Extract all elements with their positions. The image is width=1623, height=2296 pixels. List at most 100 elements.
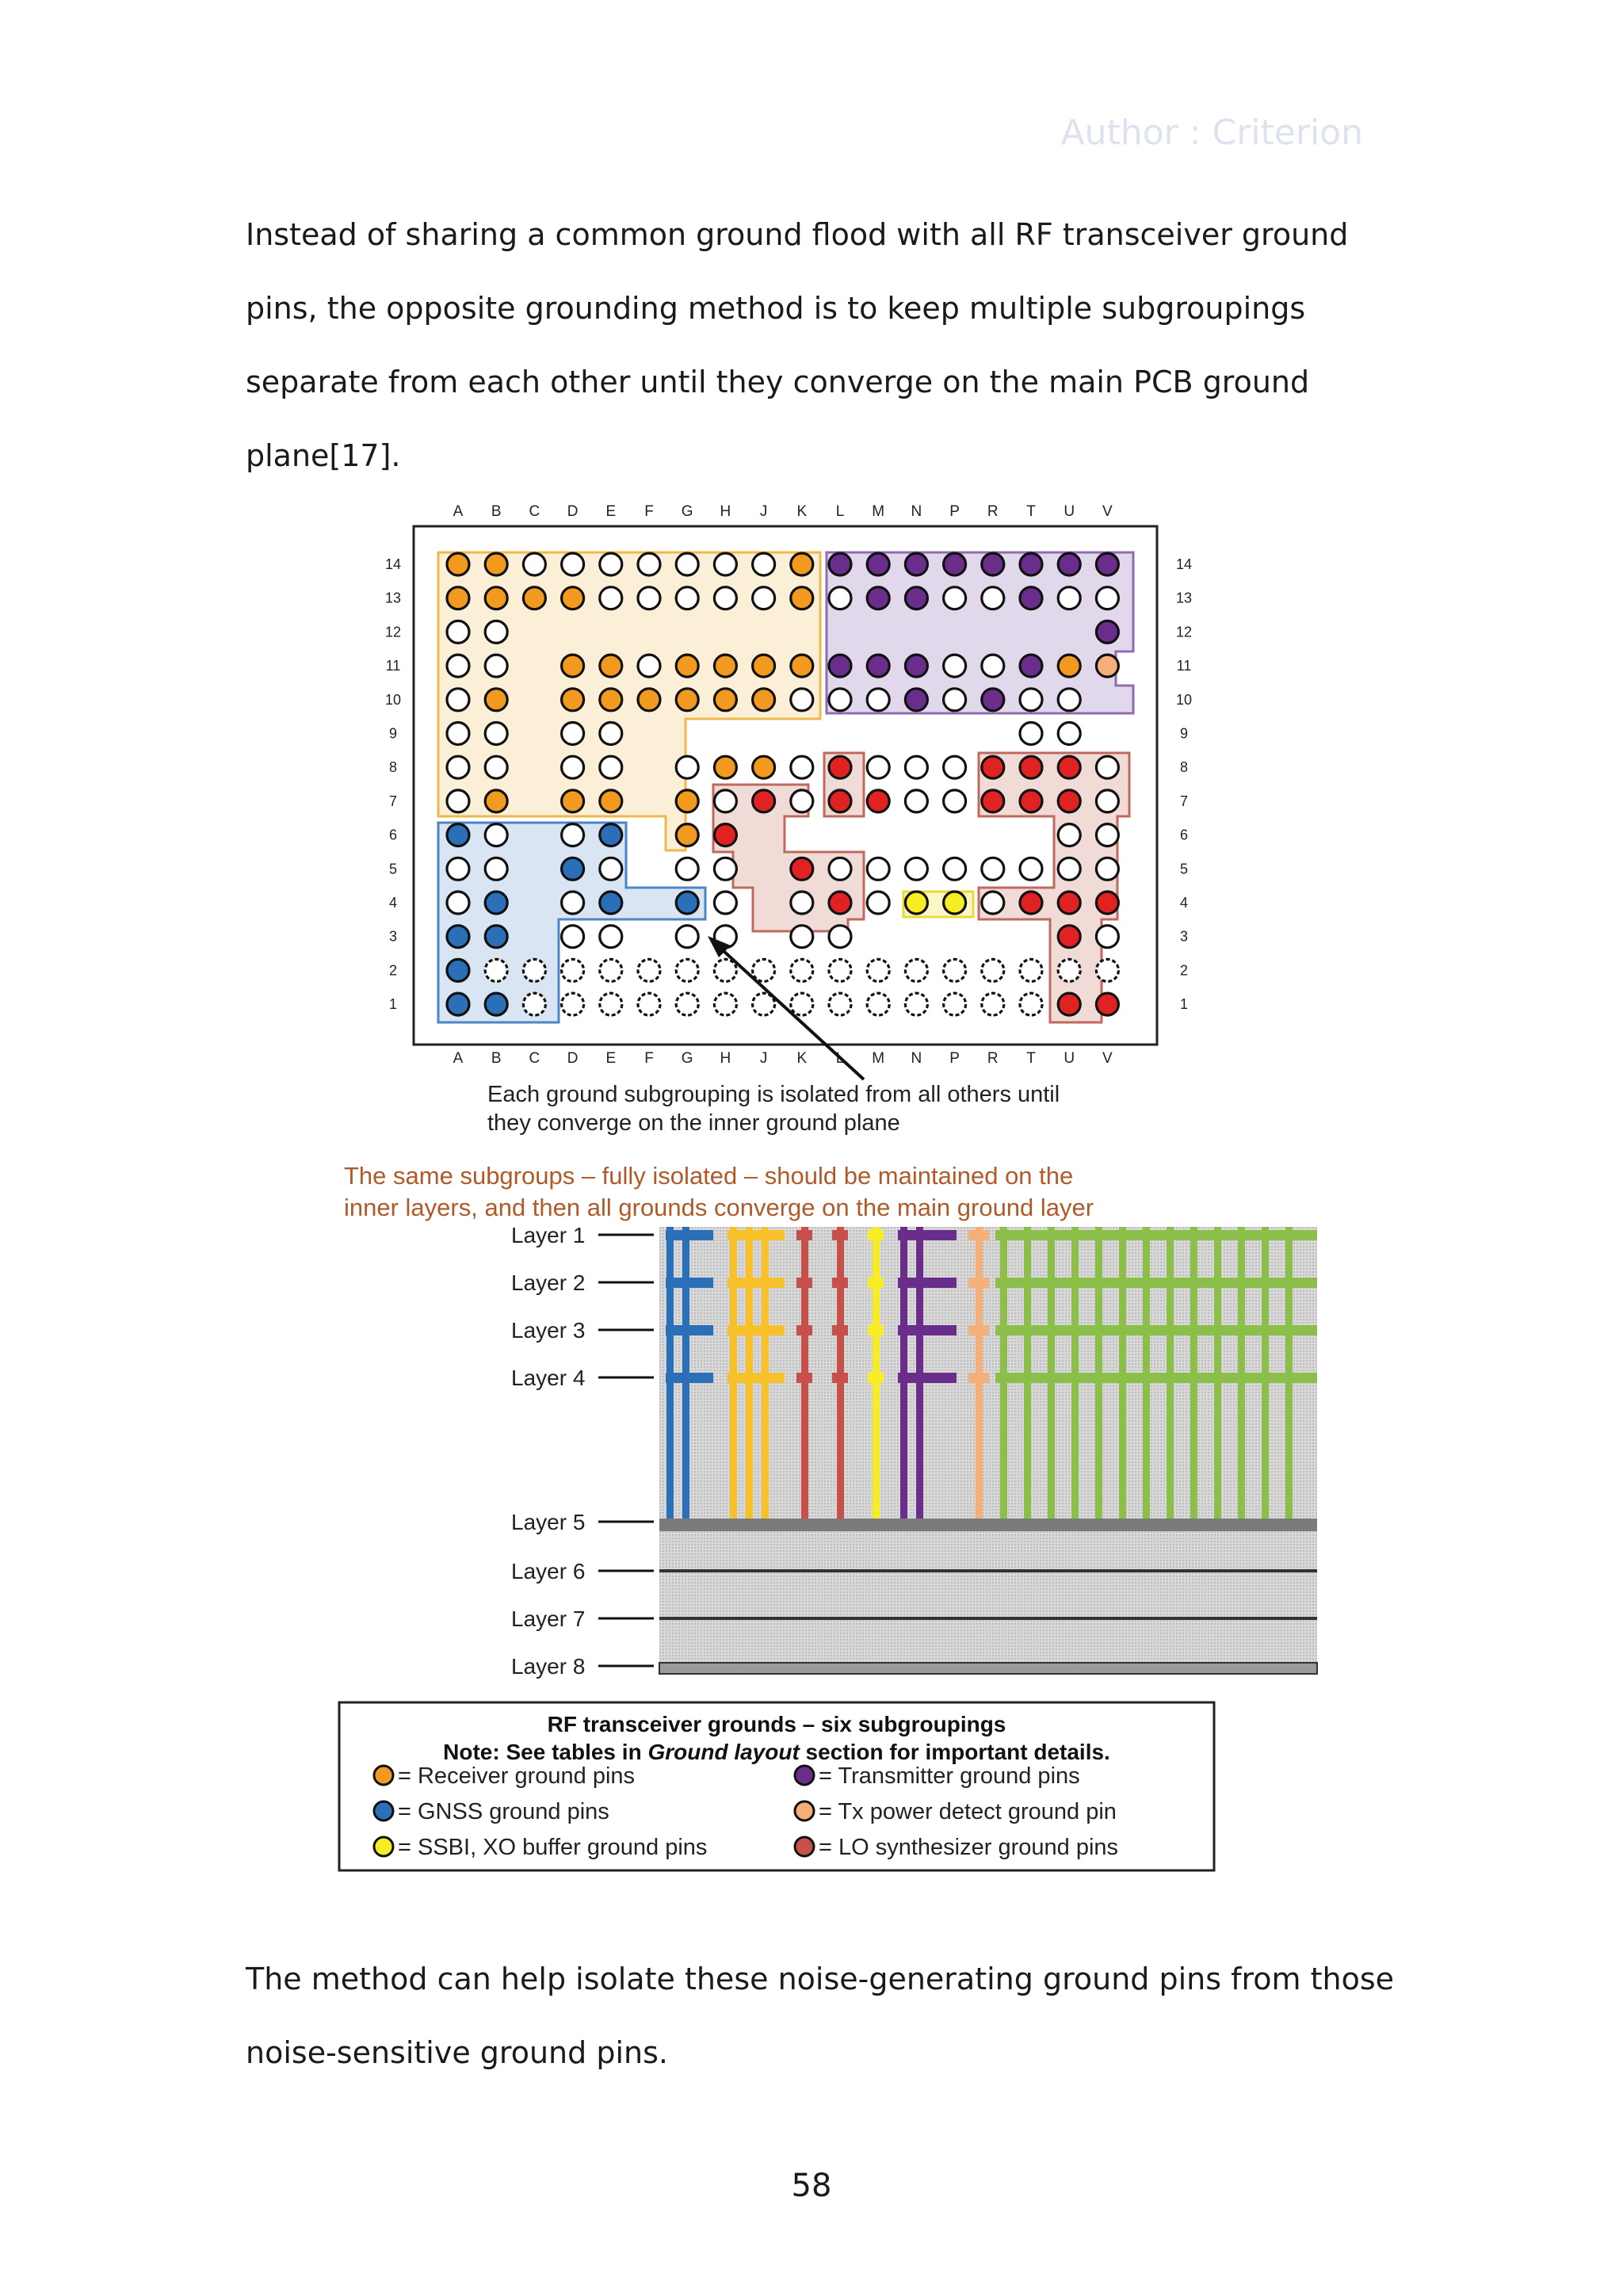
watermark-author: Author : Criterion — [1060, 113, 1363, 153]
column-label: C — [529, 503, 540, 520]
open-pin — [1094, 822, 1121, 848]
open-pin — [483, 755, 509, 780]
row-label: 5 — [1180, 861, 1188, 877]
annotation-arrow — [712, 940, 865, 1081]
open-pin — [941, 789, 968, 814]
column-label: V — [1102, 1050, 1113, 1067]
column-label: V — [1102, 503, 1113, 520]
gnss-pin — [598, 822, 624, 848]
column-label: E — [605, 1050, 616, 1067]
open-pin — [674, 856, 700, 881]
open-pin — [1094, 755, 1121, 780]
open-pin — [559, 755, 586, 780]
column-label: H — [720, 1050, 731, 1067]
via-pad — [968, 1325, 989, 1335]
column-label: U — [1064, 1050, 1075, 1067]
open-pin — [1018, 687, 1044, 712]
open-pin — [483, 720, 509, 747]
open-pin — [636, 586, 662, 611]
column-label: P — [949, 1050, 960, 1067]
open-pin — [636, 957, 662, 984]
open-pin — [483, 856, 509, 881]
open-pin — [1094, 924, 1121, 949]
lo-synth-pin — [712, 822, 739, 848]
open-pin — [521, 957, 548, 984]
gnss-pin — [445, 957, 471, 984]
open-pin — [941, 653, 968, 678]
open-pin — [1094, 789, 1121, 814]
open-pin — [1056, 687, 1082, 712]
open-pin — [980, 856, 1006, 881]
lo-synth-pin — [980, 789, 1006, 814]
row-label: 11 — [1177, 658, 1192, 674]
receiver-pin — [674, 789, 700, 814]
open-pin — [598, 856, 624, 881]
layer-label: Layer 5 — [511, 1510, 585, 1534]
row-label: 11 — [386, 658, 401, 674]
transmitter-pin — [941, 552, 968, 577]
open-pin — [712, 856, 739, 881]
open-pin — [865, 856, 891, 881]
column-label: F — [644, 503, 654, 520]
receiver-pin — [598, 653, 624, 678]
legend-label: = Transmitter ground pins — [819, 1763, 1080, 1789]
column-label: J — [760, 503, 768, 520]
column-label: G — [682, 503, 693, 520]
column-label: E — [605, 503, 616, 520]
via-pad — [898, 1373, 957, 1383]
receiver-pin — [712, 687, 739, 712]
open-pin — [750, 957, 777, 984]
column-label: A — [453, 1050, 464, 1067]
row-label: 13 — [385, 590, 401, 606]
gnss-pin — [445, 991, 471, 1017]
receiver-pin — [598, 789, 624, 814]
row-label: 10 — [385, 692, 401, 708]
legend-title: RF transceiver grounds – six subgrouping… — [548, 1712, 1006, 1736]
open-pin — [980, 586, 1006, 611]
row-label: 6 — [1180, 827, 1188, 843]
receiver-pin — [483, 687, 509, 712]
receiver-pin — [750, 653, 777, 678]
row-label: 14 — [1176, 556, 1192, 572]
row-label: 5 — [389, 861, 397, 877]
transmitter-pin — [1094, 619, 1121, 645]
column-label: U — [1064, 503, 1075, 520]
layer-label: Layer 3 — [511, 1318, 585, 1343]
open-pin — [559, 924, 586, 949]
open-pin — [712, 789, 739, 814]
row-label: 1 — [1180, 996, 1188, 1012]
column-label: G — [682, 1050, 693, 1067]
open-pin — [445, 619, 471, 645]
open-pin — [483, 619, 509, 645]
layer-label: Layer 8 — [511, 1654, 585, 1679]
open-pin — [445, 856, 471, 881]
open-pin — [674, 957, 700, 984]
open-pin — [445, 720, 471, 747]
via-pad — [832, 1373, 848, 1383]
open-pin — [559, 822, 586, 848]
via-pad — [666, 1230, 713, 1240]
legend-swatch — [372, 1836, 395, 1858]
paragraph-intro: Instead of sharing a common ground flood… — [246, 217, 1349, 473]
via-pad — [898, 1325, 957, 1335]
main-ground-layer — [659, 1519, 1317, 1531]
column-label: R — [987, 503, 999, 520]
transmitter-pin — [903, 586, 930, 611]
via-stack — [666, 1227, 1317, 1519]
cross-section-caption-line-2: inner layers, and then all grounds conve… — [344, 1194, 1094, 1221]
via-pad — [796, 1230, 812, 1240]
via-pad — [796, 1325, 812, 1335]
open-pin — [789, 991, 815, 1017]
column-label: R — [987, 1050, 999, 1067]
open-pin — [598, 957, 624, 984]
open-pin — [1094, 856, 1121, 881]
column-label: C — [529, 1050, 540, 1067]
receiver-pin — [789, 586, 815, 611]
open-pin — [1056, 957, 1082, 984]
gnss-pin — [483, 991, 509, 1017]
transmitter-pin — [827, 653, 853, 678]
open-pin — [789, 924, 815, 949]
open-pin — [903, 856, 930, 881]
open-pin — [483, 957, 509, 984]
